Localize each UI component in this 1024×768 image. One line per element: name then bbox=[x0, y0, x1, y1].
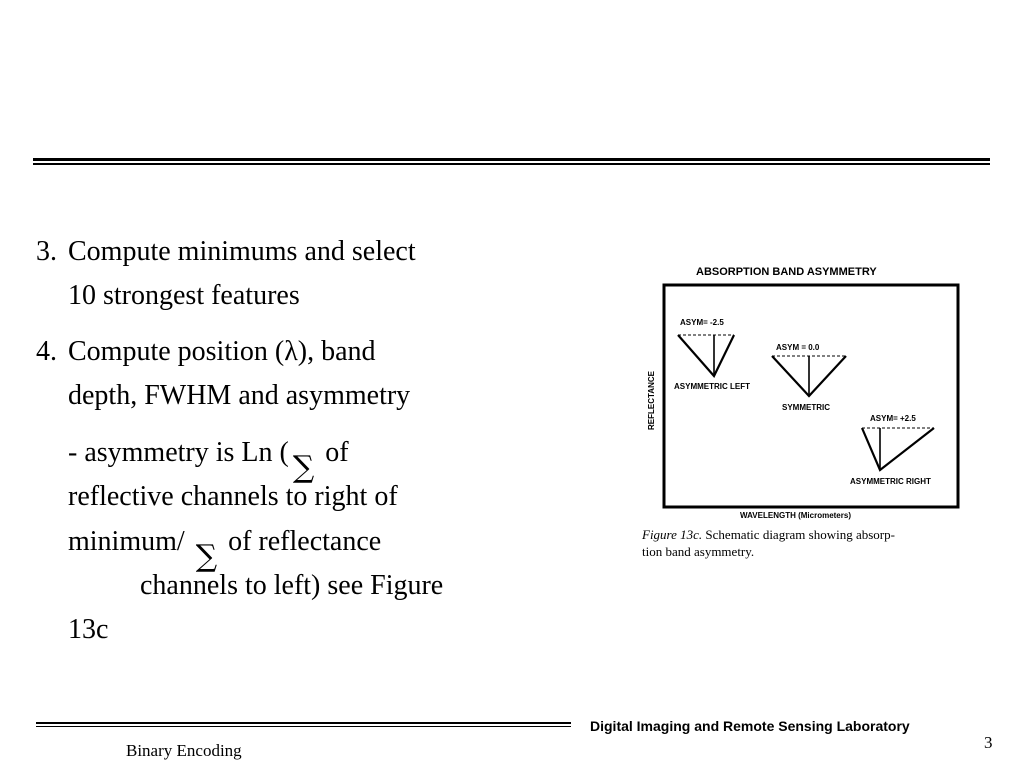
sub-text-line3a: minimum/ bbox=[68, 526, 192, 557]
asym-left-value: ASYM= -2.5 bbox=[680, 318, 724, 327]
sub-text-line2: reflective channels to right of bbox=[68, 481, 398, 512]
caption-text-line2: tion band asymmetry. bbox=[642, 544, 755, 559]
item-text-line1: Compute minimums and select bbox=[68, 236, 416, 267]
asym-right-value: ASYM= +2.5 bbox=[870, 414, 916, 423]
sub-text-line3b: of reflectance bbox=[221, 526, 382, 557]
sub-text-line4: channels to left) see Figure bbox=[140, 570, 444, 601]
footer-topic: Binary Encoding bbox=[126, 741, 242, 760]
footer-rule-thin bbox=[36, 726, 571, 727]
figure-xlabel: WAVELENGTH (Micrometers) bbox=[740, 511, 851, 520]
footer-rule bbox=[36, 722, 571, 724]
asym-left-curve bbox=[677, 334, 735, 378]
asym-right-curve bbox=[860, 427, 935, 472]
item-number: 4. bbox=[36, 336, 57, 367]
asymmetry-definition: - asymmetry is Ln (∑ of reflective chann… bbox=[36, 430, 596, 652]
sub-text-part2: of bbox=[318, 437, 349, 468]
caption-label: Figure 13c. bbox=[642, 527, 703, 542]
item-number: 3. bbox=[36, 236, 57, 267]
slide-body: 3. Compute minimums and select 10 strong… bbox=[36, 230, 596, 652]
asymmetry-diagram: ABSORPTION BAND ASYMMETRY REFLECTANCE WA… bbox=[647, 266, 960, 520]
sigma-symbol: ∑ bbox=[195, 539, 218, 574]
list-item-4: 4. Compute position (λ), band depth, FWH… bbox=[36, 330, 596, 418]
asymmetry-figure: ABSORPTION BAND ASYMMETRY REFLECTANCE WA… bbox=[640, 262, 970, 562]
item-text-line2: depth, FWHM and asymmetry bbox=[68, 380, 411, 411]
asym-right-label: ASYMMETRIC RIGHT bbox=[850, 477, 931, 486]
top-rule-thin bbox=[33, 163, 990, 165]
item-text-line2: 10 strongest features bbox=[68, 280, 300, 311]
asym-left-label: ASYMMETRIC LEFT bbox=[674, 382, 750, 391]
sub-text-line5: 13c bbox=[68, 614, 109, 645]
figure-ylabel: REFLECTANCE bbox=[647, 370, 656, 430]
list-item-3: 3. Compute minimums and select 10 strong… bbox=[36, 230, 596, 318]
footer-lab-name: Digital Imaging and Remote Sensing Labor… bbox=[590, 718, 910, 734]
figure-frame bbox=[662, 283, 960, 509]
figure-caption: Figure 13c. Schematic diagram showing ab… bbox=[642, 526, 962, 560]
page-number: 3 bbox=[984, 733, 993, 752]
item-text-line1: Compute position (λ), band bbox=[68, 336, 376, 367]
caption-text-line1: Schematic diagram showing absorp- bbox=[702, 527, 895, 542]
sigma-symbol: ∑ bbox=[292, 450, 315, 485]
top-rule bbox=[33, 158, 990, 161]
sym-label: SYMMETRIC bbox=[782, 403, 830, 412]
figure-title: ABSORPTION BAND ASYMMETRY bbox=[696, 266, 877, 278]
sub-text-part1: - asymmetry is Ln ( bbox=[68, 437, 289, 468]
sym-value: ASYM = 0.0 bbox=[776, 343, 820, 352]
